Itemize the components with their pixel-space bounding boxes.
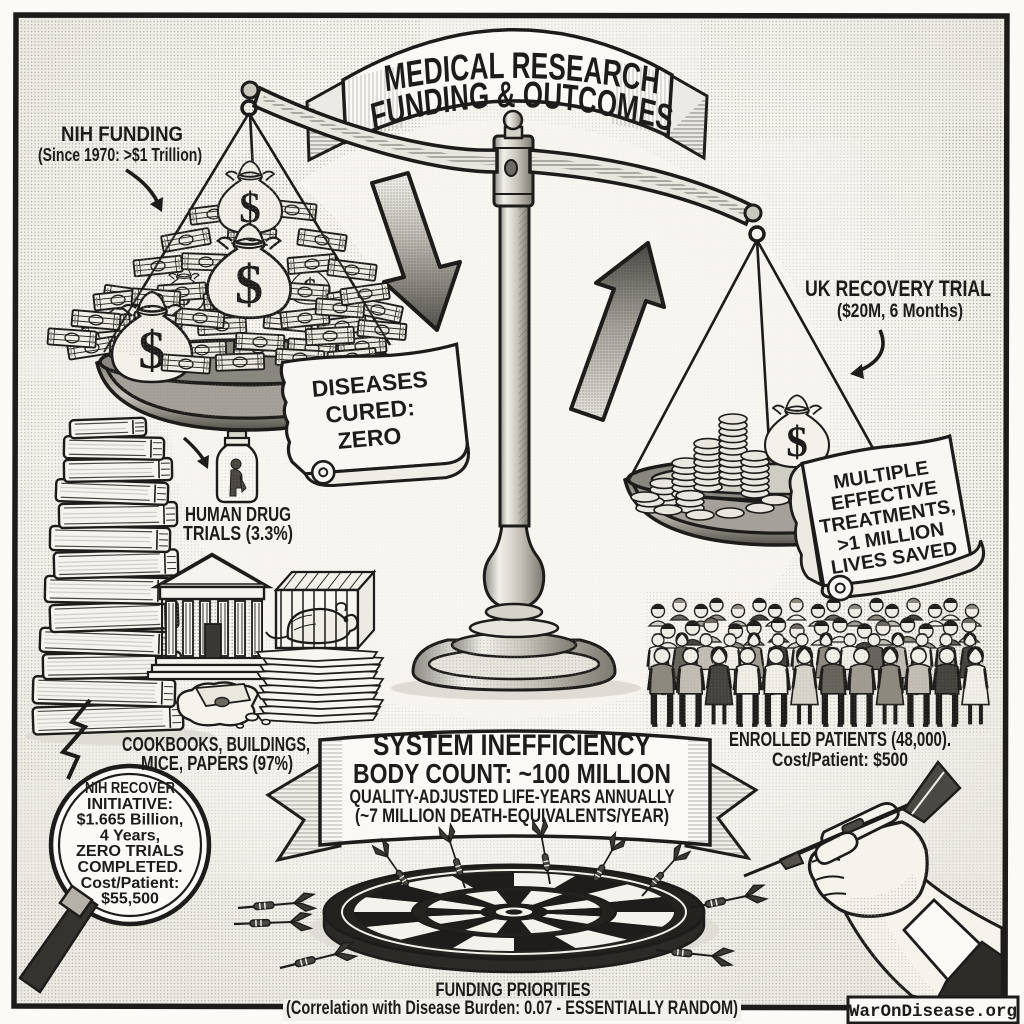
svg-text:Cost/Patient:: Cost/Patient: bbox=[81, 875, 180, 892]
svg-text:COMPLETED.: COMPLETED. bbox=[78, 859, 183, 876]
svg-text:SYSTEM INEFFICIENCY: SYSTEM INEFFICIENCY bbox=[373, 729, 651, 762]
svg-text:WarOnDisease.org: WarOnDisease.org bbox=[849, 1002, 1017, 1022]
svg-text:ZERO TRIALS: ZERO TRIALS bbox=[76, 843, 184, 860]
svg-text:$55,500: $55,500 bbox=[101, 891, 159, 908]
svg-text:ZERO: ZERO bbox=[336, 422, 402, 453]
svg-text:TRIALS (3.3%): TRIALS (3.3%) bbox=[183, 523, 293, 545]
svg-text:MICE, PAPERS (97%): MICE, PAPERS (97%) bbox=[141, 753, 293, 775]
svg-text:QUALITY-ADJUSTED LIFE-YEARS AN: QUALITY-ADJUSTED LIFE-YEARS ANNUALLY bbox=[350, 787, 675, 808]
svg-text:ENROLLED PATIENTS (48,000).: ENROLLED PATIENTS (48,000). bbox=[729, 729, 951, 751]
svg-text:(Correlation with Disease Burd: (Correlation with Disease Burden: 0.07 -… bbox=[286, 997, 738, 1019]
svg-text:Cost/Patient: $500: Cost/Patient: $500 bbox=[772, 750, 908, 771]
svg-text:NIH RECOVER: NIH RECOVER bbox=[85, 780, 175, 797]
svg-text:$1.665 Billion,: $1.665 Billion, bbox=[77, 812, 184, 829]
svg-text:COOKBOOKS, BUILDINGS,: COOKBOOKS, BUILDINGS, bbox=[122, 734, 310, 756]
svg-text:HUMAN DRUG: HUMAN DRUG bbox=[185, 504, 291, 526]
svg-text:BODY COUNT: ~100 MILLION: BODY COUNT: ~100 MILLION bbox=[353, 758, 671, 789]
svg-text:($20M, 6 Months): ($20M, 6 Months) bbox=[837, 301, 963, 322]
svg-text:(Since 1970: >$1 Trillion): (Since 1970: >$1 Trillion) bbox=[38, 145, 202, 165]
svg-text:INITIATIVE:: INITIATIVE: bbox=[87, 796, 173, 813]
svg-text:4 Years,: 4 Years, bbox=[100, 827, 160, 844]
svg-text:FUNDING PRIORITIES: FUNDING PRIORITIES bbox=[436, 979, 591, 1001]
svg-text:(~7 MILLION DEATH-EQUIVALENTS/: (~7 MILLION DEATH-EQUIVALENTS/YEAR) bbox=[355, 806, 669, 827]
svg-text:NIH FUNDING: NIH FUNDING bbox=[61, 122, 183, 146]
svg-text:UK RECOVERY TRIAL: UK RECOVERY TRIAL bbox=[805, 276, 991, 301]
